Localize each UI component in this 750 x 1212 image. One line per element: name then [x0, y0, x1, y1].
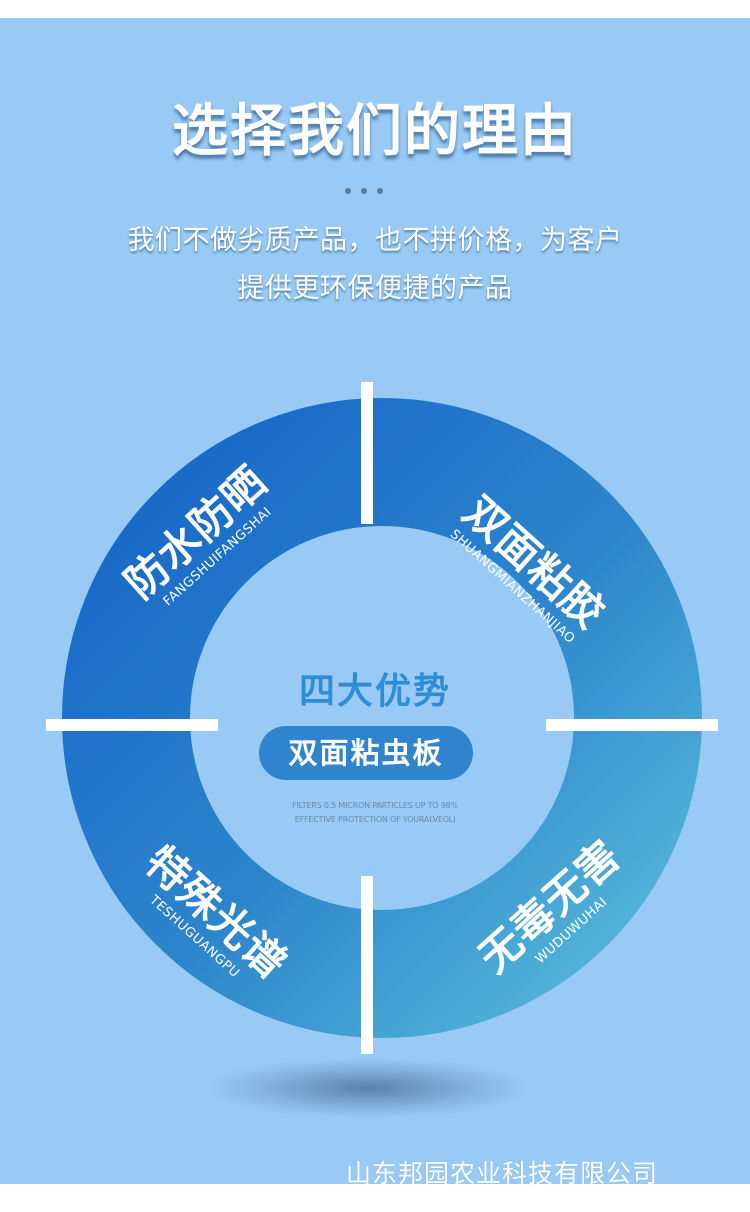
divider-right: [546, 719, 718, 731]
center-title: 四大优势: [298, 671, 451, 712]
ring-graphic: [46, 382, 718, 1054]
subtitle-line-1: 我们不做劣质产品，也不拼价格，为客户: [127, 225, 623, 256]
divider-bottom: [361, 876, 373, 1054]
subtitle-line-2: 提供更环保便捷的产品: [237, 273, 513, 304]
company-watermark: 山东邦园农业科技有限公司: [346, 1159, 659, 1188]
divider-left: [46, 719, 218, 731]
center-caption-line-2: EFFECTIVE PROTECTION OF YOURALVEOLI: [294, 815, 456, 824]
product-badge: 双面粘虫板: [259, 726, 473, 780]
advantage-ring: [46, 382, 718, 1054]
ring-shadow: [208, 1058, 528, 1118]
center-caption-line-1: FILTERS 0.5 MICRON PARTICLES UP TO 98%: [292, 801, 458, 810]
divider-top: [361, 382, 373, 524]
ring-band: [62, 398, 702, 1038]
page-title: 选择我们的理由: [172, 99, 578, 164]
decorative-dots: [345, 188, 405, 198]
